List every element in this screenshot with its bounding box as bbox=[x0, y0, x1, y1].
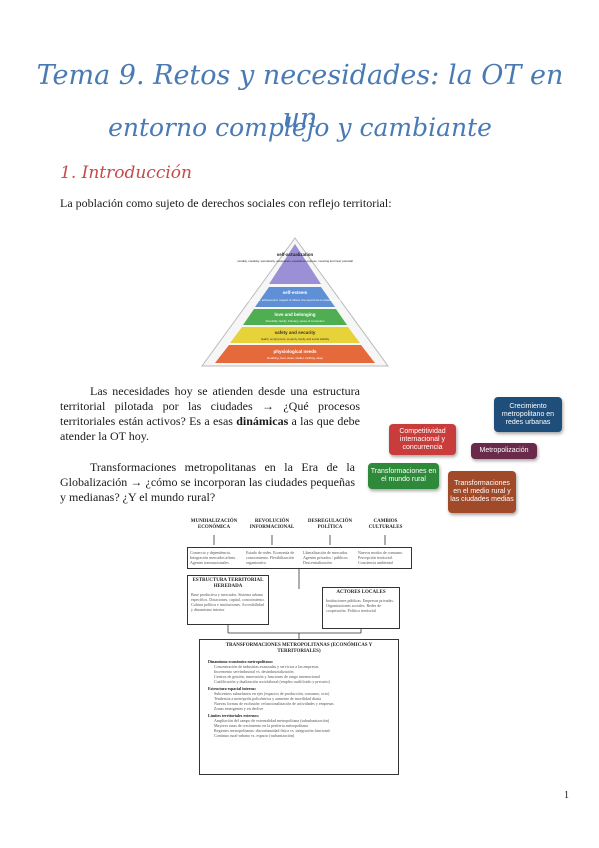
pyramid-level-5-title: physiological needs bbox=[273, 349, 317, 354]
concept-box-metropolitan-growth: Crecimiento metropolitano en redes urban… bbox=[494, 397, 562, 432]
diagram-actors-title: ACTORES LOCALES bbox=[336, 590, 386, 595]
pyramid-level-1 bbox=[269, 244, 321, 284]
pyramid-level-2 bbox=[255, 287, 335, 307]
diagram-header-informational: REVOLUCIÓN INFORMACIONAL bbox=[249, 519, 295, 530]
paragraph-needs-bold: dinámicas bbox=[236, 414, 289, 428]
maslow-pyramid: self-actualization morality, creativity,… bbox=[201, 237, 389, 367]
diagram-transformations-list: Dinamismo económico metropolitano: Conce… bbox=[200, 655, 398, 742]
pyramid-level-1-title: self-actualization bbox=[277, 252, 314, 257]
paragraph-needs-text-a: Las necesidades hoy se atienden desde un… bbox=[60, 384, 360, 428]
pyramid-level-5-desc: breathing, food, water, shelter, clothin… bbox=[267, 356, 324, 360]
pyramid-level-5 bbox=[215, 345, 375, 363]
diagram-actors-items: Instituciones públicas. Empresas privada… bbox=[326, 598, 394, 613]
diagram-arrows-top bbox=[213, 535, 386, 545]
diagram-transformations-box: TRANSFORMACIONES METROPOLITANAS (ECONÓMI… bbox=[199, 639, 399, 775]
diagram-list-item: Continuo rural-urbano vs. espacio (rurba… bbox=[214, 733, 295, 738]
diagram-list-item: Límites territoriales externos: bbox=[208, 713, 260, 718]
diagram-list-item: Concentración de industrias avanzadas y … bbox=[214, 664, 319, 669]
diagram-drivers-box: Comercio y dependencia. Integración merc… bbox=[187, 547, 412, 569]
diagram-heritage-box: ESTRUCTURA TERRITORIAL HEREDADA Base pro… bbox=[187, 575, 269, 625]
pyramid-level-2-desc: confidence, achievement, respect of othe… bbox=[247, 298, 344, 302]
concept-box-rural-and-medium-cities: Transformaciones en el medio rural y las… bbox=[448, 471, 516, 513]
diagram-list-item: Cualificación y dualización sociolaboral… bbox=[214, 679, 330, 684]
paragraph-needs-text-b: a las que debe atender la OT hoy. bbox=[60, 414, 361, 443]
diagram-actors-box: ACTORES LOCALES Instituciones públicas. … bbox=[322, 587, 400, 629]
concept-box-rural-world: Transformaciones en el mundo rural bbox=[368, 463, 439, 489]
diagram-connector-bottom bbox=[227, 625, 362, 639]
concept-box-metropolization: Metropolización bbox=[471, 443, 537, 459]
diagram-connector-middle bbox=[298, 569, 300, 589]
section-heading: 1. Introducción bbox=[60, 163, 192, 183]
diagram-detail-political: Liberalización de mercados. Agentes priv… bbox=[303, 550, 349, 565]
diagram-list-item: Ampliación del campo de externalidad met… bbox=[214, 718, 330, 723]
diagram-list-item: Mayores tasas de crecimiento en la perif… bbox=[214, 723, 308, 728]
diagram-detail-economic: Comercio y dependencia. Integración merc… bbox=[190, 550, 237, 565]
diagram-detail-informational: Estado de redes. Economía de conocimient… bbox=[246, 550, 295, 565]
pyramid-level-4-title: safety and security bbox=[275, 330, 316, 335]
diagram-header-cultural: CAMBIOS CULTURALES bbox=[368, 519, 403, 530]
concept-box-competitiveness: Competitividad internacional y concurren… bbox=[389, 424, 456, 455]
pyramid-level-4 bbox=[230, 327, 360, 343]
diagram-list-item: Centros de gestión, innovación y funcion… bbox=[214, 674, 320, 679]
diagram-list-item: Nuevas formas de exclusión: refuncionali… bbox=[214, 701, 334, 706]
diagram-detail-cultural: Nuevos modos de consumo. Percepción terr… bbox=[358, 550, 404, 565]
page-title-line-2: entorno complejo y cambiante bbox=[108, 113, 492, 142]
paragraph-metropolitan: Transformaciones metropolitanas en la Er… bbox=[60, 460, 355, 504]
pyramid-level-3-title: love and belonging bbox=[274, 312, 315, 317]
diagram-list-item: Zonas emergentes y en declive bbox=[214, 706, 264, 711]
page-number: 1 bbox=[564, 790, 569, 801]
page-title-line-1: Tema 9. Retos y necesidades: la OT en un bbox=[36, 60, 564, 135]
pyramid-level-3 bbox=[243, 309, 347, 325]
diagram-list-item: Regiones metropolitanas: discontinuidad … bbox=[214, 728, 330, 733]
diagram-list-item: Incremento servindustrial vs. desindustr… bbox=[214, 669, 294, 674]
paragraph-intro: La población como sujeto de derechos soc… bbox=[60, 196, 392, 210]
diagram-transformations-title: TRANSFORMACIONES METROPOLITANAS (ECONÓMI… bbox=[225, 643, 373, 654]
diagram-header-political: DESREGULACIÓN POLÍTICA bbox=[307, 519, 353, 530]
diagram-heritage-items: Base productiva y mercados. Sistema urba… bbox=[191, 592, 265, 612]
diagram-heritage-title: ESTRUCTURA TERRITORIAL HEREDADA bbox=[192, 578, 264, 589]
diagram-list-item: Estructura espacial interna: bbox=[208, 686, 256, 691]
diagram-header-economic: MUNDIALIZACIÓN ECONÓMICA bbox=[190, 519, 238, 530]
pyramid-level-1-desc: morality, creativity, spontaneity, accep… bbox=[237, 259, 353, 263]
pyramid-level-3-desc: friendship, family, intimacy, sense of c… bbox=[266, 319, 325, 323]
diagram-list-item: Dinamismo económico metropolitano: bbox=[208, 659, 274, 664]
pyramid-level-4-desc: health, employment, property, family and… bbox=[261, 337, 330, 341]
diagram-list-item: Tendencia a metrópolis policéntrica y au… bbox=[214, 696, 322, 701]
pyramid-level-2-title: self-esteem bbox=[283, 290, 308, 295]
diagram-list-item: Subcentros suburbanos en ejes (espacios … bbox=[214, 691, 330, 696]
paragraph-needs: Las necesidades hoy se atienden desde un… bbox=[60, 384, 360, 444]
metropolitan-transformations-diagram: MUNDIALIZACIÓN ECONÓMICA REVOLUCIÓN INFO… bbox=[187, 515, 412, 777]
